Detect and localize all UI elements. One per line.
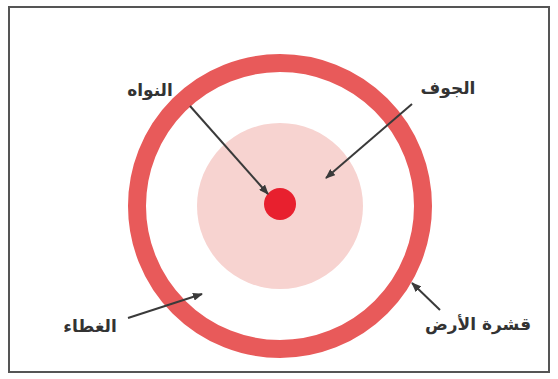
crust-ring [137, 63, 423, 349]
layer-label: النواه [127, 80, 173, 100]
leader-line [326, 104, 412, 178]
layer-label: قشرة الأرض [425, 314, 531, 334]
leader-line [128, 294, 202, 318]
layer-label: الجوف [421, 78, 476, 98]
outer-core-circle [197, 123, 363, 289]
layer-label: الغطاء [63, 316, 116, 336]
leader-line [190, 106, 268, 194]
leader-line [412, 283, 440, 310]
inner-core-dot [264, 188, 296, 220]
frame [9, 7, 549, 372]
